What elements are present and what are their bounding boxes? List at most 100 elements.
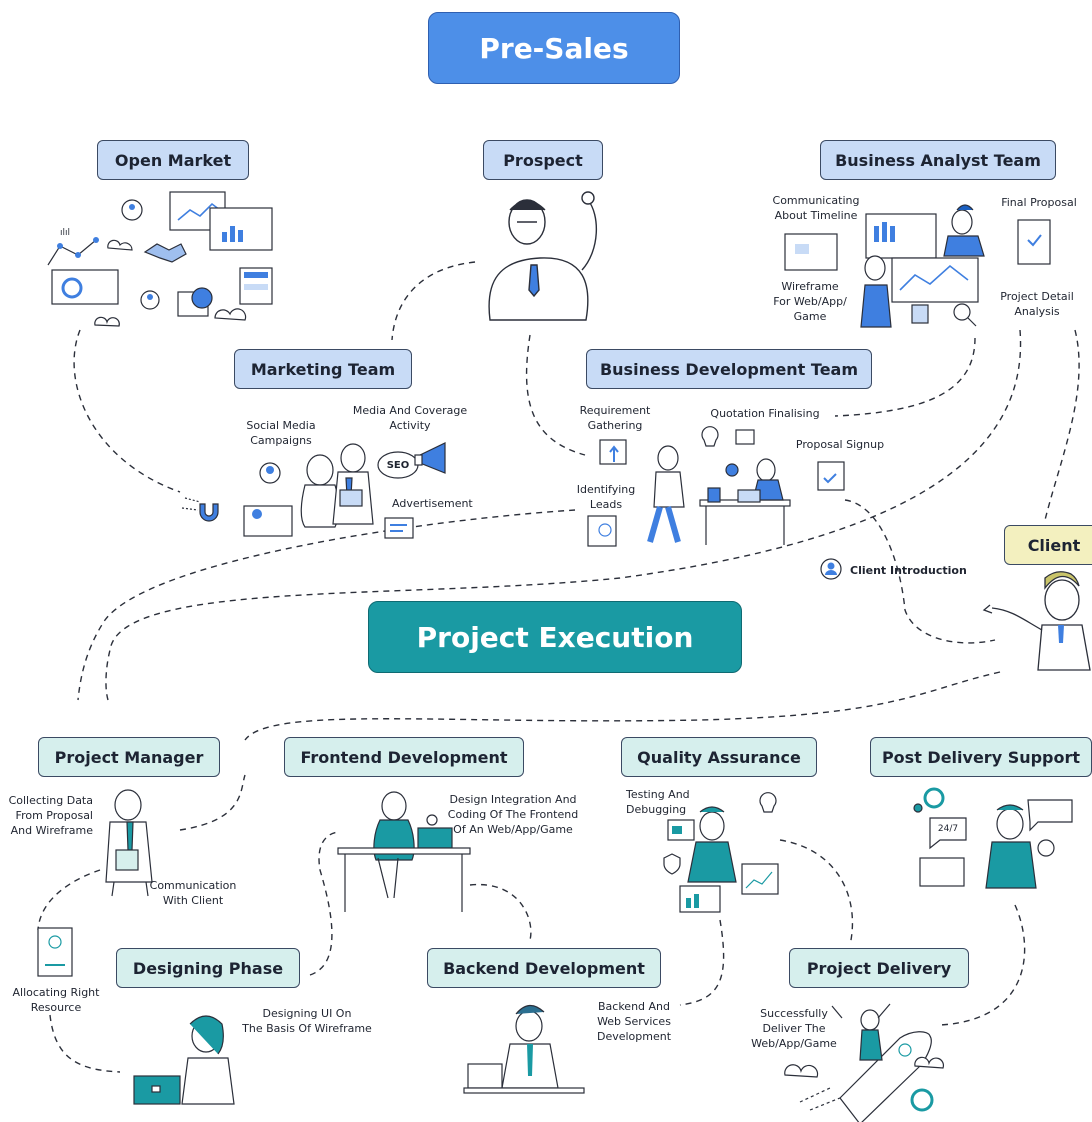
label-communicating-timeline: Communicating About Timeline <box>772 194 860 222</box>
label-media-coverage: Media And Coverage Activity <box>352 404 468 432</box>
ba-team-box: Business Analyst Team <box>820 140 1056 180</box>
connector-bd-leads <box>77 509 576 701</box>
label-advertisement: Advertisement <box>392 497 473 510</box>
qa-box: Quality Assurance <box>621 737 817 777</box>
timeline-window-icon <box>784 233 838 271</box>
designing-phase-box: Designing Phase <box>116 948 300 988</box>
qa-illustration <box>663 792 779 913</box>
megaphone-icon <box>419 442 446 474</box>
ba-team-illustration <box>784 204 1051 328</box>
lifebuoy-icon <box>923 787 945 809</box>
backend-illustration <box>463 1004 585 1094</box>
laptop-backend-icon <box>467 1063 503 1089</box>
label-allocating-resource: Allocating Right Resource <box>12 986 100 1014</box>
connector-qa-delivery <box>779 839 854 946</box>
desk-frontend <box>337 847 471 855</box>
proposal-document-icon <box>1017 219 1051 265</box>
chart-window-icon <box>209 207 273 251</box>
frontend-box: Frontend Development <box>284 737 524 777</box>
label-social-media: Social Media Campaigns <box>246 419 316 447</box>
label-final-proposal: Final Proposal <box>1001 196 1077 209</box>
marketing-illustration <box>181 442 446 539</box>
label-backend-services: Backend And Web Services Development <box>596 1000 672 1043</box>
cloud-delivery-icon <box>784 1064 819 1078</box>
label-design-integration: Design Integration And Coding Of The Fro… <box>447 793 579 836</box>
connector-ba-bd <box>834 337 976 417</box>
connector-lines <box>37 261 1080 1073</box>
connector-allocating-designing <box>49 1014 121 1073</box>
connector-ba-client <box>1044 329 1080 521</box>
shield-check-icon <box>663 853 681 875</box>
label-designing-ui: Designing UI On The Basis Of Wireframe <box>242 1007 372 1035</box>
bulb-icon <box>701 426 719 447</box>
connector-pm-frontend <box>179 774 246 831</box>
label-communication-client: Communication With Client <box>149 879 237 907</box>
post-delivery-box: Post Delivery Support <box>870 737 1092 777</box>
pie-icon <box>191 287 213 309</box>
chat-window-icon <box>384 517 414 539</box>
client-box: Client <box>1004 525 1092 565</box>
frontend-illustration <box>337 791 471 912</box>
cloud-icon <box>107 239 133 251</box>
backend-box: Backend Development <box>427 948 661 988</box>
label-24-7: 24/7 <box>937 824 959 834</box>
label-collecting-data: Collecting Data From Proposal And Wirefr… <box>8 794 93 837</box>
dashboard-small-icon <box>735 429 755 445</box>
designing-illustration <box>133 1015 235 1105</box>
connector-openmarket-marketing <box>73 329 181 493</box>
label-project-detail: Project Detail Analysis <box>1000 290 1074 318</box>
connector-pm-allocating <box>37 869 101 931</box>
pm-illustration <box>37 789 153 977</box>
handshake-icon <box>143 243 187 263</box>
speech-bubble-24-7 <box>929 817 967 850</box>
cloud-delivery-icon-2 <box>914 1056 945 1069</box>
connector-post-delivery <box>939 904 1026 1026</box>
svg-text:ılıl: ılıl <box>60 228 70 238</box>
prospect-box: Prospect <box>483 140 603 180</box>
magnifier-icon <box>953 303 971 321</box>
magnet-icon <box>199 503 219 522</box>
connector-proposal-client <box>844 499 996 644</box>
bd-illustration <box>587 426 845 547</box>
label-seo: SEO <box>386 460 410 471</box>
connector-ba-pm <box>105 329 1022 701</box>
bd-team-box: Business Development Team <box>586 349 872 389</box>
label-identifying-leads: Identifying Leads <box>576 483 636 511</box>
client-person-illustration <box>982 571 1091 671</box>
connector-prospect-bd <box>525 334 586 456</box>
open-market-box: Open Market <box>97 140 249 180</box>
connector-client-execution <box>244 671 1001 741</box>
bulb-qa-icon <box>759 792 777 813</box>
post-delivery-illustration <box>913 787 1073 889</box>
client-intro-icon <box>820 558 842 580</box>
label-wireframe: Wireframe For Web/App/ Game <box>773 280 847 323</box>
label-proposal-signup: Proposal Signup <box>795 438 885 451</box>
label-client-introduction: Client Introduction <box>850 564 967 577</box>
feedback-card-icon <box>243 505 293 537</box>
laptop-support-icon <box>919 857 965 887</box>
connector-qa-backend <box>679 919 725 1006</box>
project-manager-box: Project Manager <box>38 737 220 777</box>
label-successfully-deliver: Successfully Deliver The Web/App/Game <box>751 1007 837 1050</box>
target-icon <box>910 1088 934 1112</box>
open-market-illustration: ılıl <box>47 191 273 327</box>
cloud-icon-3 <box>94 316 120 327</box>
label-quotation: Quotation Finalising <box>710 407 820 420</box>
headset-icon <box>1037 839 1055 857</box>
delivery-illustration <box>784 1003 945 1122</box>
analytics-window-icon <box>741 863 779 895</box>
marketing-team-box: Marketing Team <box>234 349 412 389</box>
chat-bubble-icon <box>1027 799 1073 832</box>
network-graph-icon <box>47 239 97 266</box>
user-pin-icon <box>121 199 143 221</box>
user-icon-small <box>140 290 160 310</box>
connector-frontend-backend <box>469 884 532 941</box>
label-testing: Testing And Debugging <box>626 788 690 816</box>
gear-support-icon <box>913 803 923 813</box>
prospect-person-illustration <box>488 191 597 321</box>
cursor-icon <box>426 814 438 826</box>
gear-icon <box>725 463 739 477</box>
label-requirement: Requirement Gathering <box>579 404 651 432</box>
cloud-icon-2 <box>214 308 247 321</box>
